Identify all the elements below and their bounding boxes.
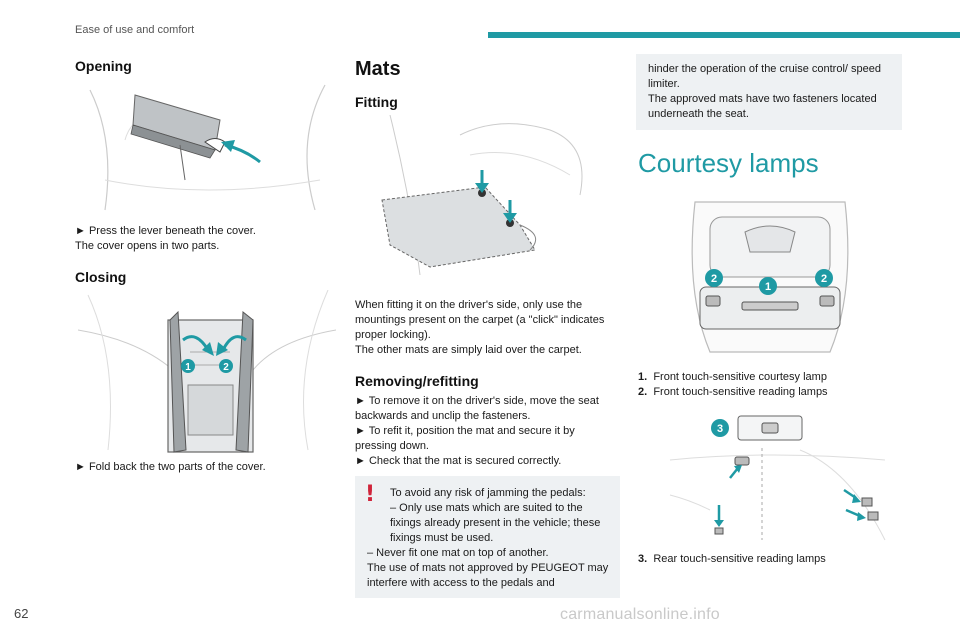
legend-text-3: Rear touch-sensitive reading lamps (653, 553, 826, 565)
front-lamps-illustration: 2 1 2 (670, 192, 870, 362)
remove-paragraph-3: ► Check that the mat is secured correctl… (355, 455, 562, 467)
remove-paragraph-1: ► To remove it on the driver's side, mov… (355, 395, 599, 422)
fitting-heading: Fitting (355, 94, 398, 110)
warning-icon: ! (365, 482, 376, 507)
warning-line-4: The use of mats not approved by PEUGEOT … (367, 562, 609, 589)
legend-text-2: Front touch-sensitive reading lamps (653, 386, 828, 398)
mats-heading: Mats (355, 58, 401, 80)
opening-text-2: The cover opens in two parts. (75, 240, 220, 252)
closing-heading: Closing (75, 269, 127, 285)
legend-list: 1. Front touch-sensitive courtesy lamp 2… (638, 370, 898, 400)
note-paragraph-1: hinder the operation of the cruise contr… (648, 63, 881, 90)
courtesy-heading: Courtesy lamps (638, 148, 819, 178)
mat-illustration (370, 115, 620, 275)
fitting-paragraph-1: When fitting it on the driver's side, on… (355, 299, 605, 341)
warning-line-2: – Only use mats which are suited to the … (390, 502, 601, 544)
legend-number-1: 1. (638, 371, 648, 383)
rear-callout-3: 3 (717, 423, 723, 435)
warning-box: ! To avoid any risk of jamming the pedal… (355, 476, 620, 598)
fitting-paragraph-2: The other mats are simply laid over the … (355, 344, 582, 356)
watermark: carmanualsonline.info (560, 606, 720, 623)
front-callout-2-right: 2 (821, 273, 827, 285)
header-accent-bar (488, 32, 960, 38)
rear-lamps-illustration: 3 (650, 410, 890, 545)
closing-illustration: 1 2 (78, 290, 336, 455)
legend-number-3: 3. (638, 553, 648, 565)
warning-line-3: – Never fit one mat on top of another. (367, 547, 549, 559)
opening-illustration (85, 80, 335, 215)
header-title: Ease of use and comfort (75, 24, 195, 36)
closing-callout-1: 1 (185, 362, 191, 373)
opening-heading: Opening (75, 58, 132, 74)
opening-text-1: ► Press the lever beneath the cover. (75, 225, 256, 237)
front-callout-2-left: 2 (711, 273, 717, 285)
front-callout-1: 1 (765, 281, 771, 293)
remove-paragraph-2: ► To refit it, position the mat and secu… (355, 425, 575, 452)
continuation-note: hinder the operation of the cruise contr… (636, 54, 902, 130)
legend-3: 3. Rear touch-sensitive reading lamps (638, 552, 898, 567)
removing-heading: Removing/refitting (355, 373, 479, 389)
warning-line-1: To avoid any risk of jamming the pedals: (390, 487, 586, 499)
legend-number-2: 2. (638, 386, 648, 398)
page-number: 62 (14, 606, 29, 621)
note-paragraph-2: The approved mats have two fasteners loc… (648, 93, 877, 120)
closing-callout-2: 2 (223, 362, 229, 373)
closing-text: ► Fold back the two parts of the cover. (75, 461, 266, 473)
legend-text-1: Front touch-sensitive courtesy lamp (653, 371, 827, 383)
